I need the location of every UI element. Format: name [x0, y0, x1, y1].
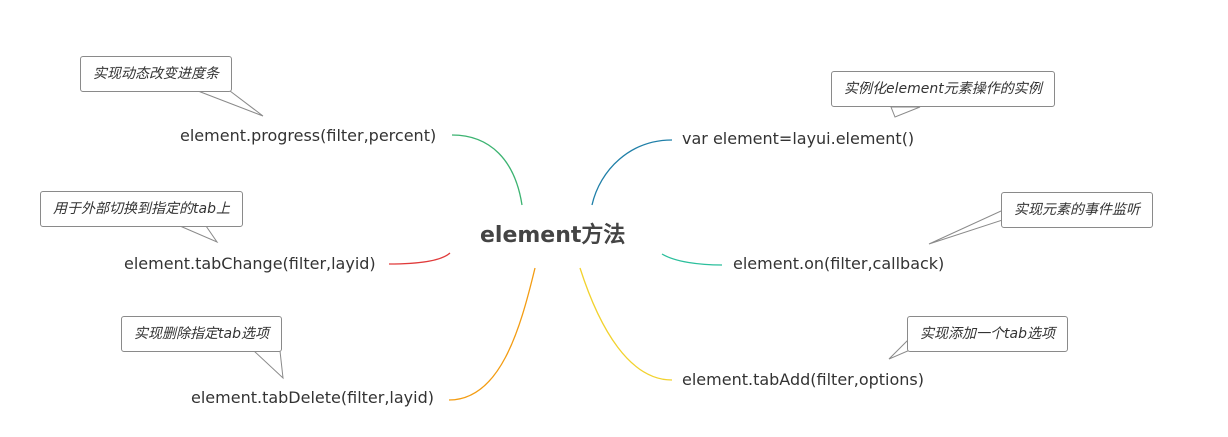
note-callout-var-element[interactable]: 实例化element元素操作的实例 — [831, 71, 1055, 107]
central-topic[interactable]: element方法 — [480, 223, 626, 248]
callout-tail-var-element — [890, 106, 921, 118]
note-callout-tabdelete[interactable]: 实现删除指定tab选项 — [121, 316, 282, 352]
branch-node-progress[interactable]: element.progress(filter,percent) — [180, 126, 437, 145]
note-callout-tabadd[interactable]: 实现添加一个tab选项 — [907, 316, 1068, 352]
note-callout-on[interactable]: 实现元素的事件监听 — [1001, 192, 1153, 228]
branch-line-tabdelete — [448, 267, 536, 401]
branch-line-progress — [451, 134, 523, 206]
branch-line-on — [661, 253, 723, 266]
callout-tail-tabdelete — [252, 350, 284, 380]
callout-tail-progress — [197, 90, 264, 117]
branch-node-tabadd[interactable]: element.tabAdd(filter,options) — [682, 370, 924, 389]
branch-node-tabdelete[interactable]: element.tabDelete(filter,layid) — [191, 388, 434, 407]
branch-node-tabchange[interactable]: element.tabChange(filter,layid) — [124, 254, 376, 273]
branch-node-var-element[interactable]: var element=layui.element() — [682, 129, 915, 148]
callout-tail-tabchange — [179, 225, 219, 244]
branch-node-on[interactable]: element.on(filter,callback) — [733, 254, 945, 273]
branch-line-tabadd — [579, 267, 673, 381]
branch-line-var-element — [591, 139, 673, 206]
note-callout-progress[interactable]: 实现动态改变进度条 — [80, 56, 232, 92]
branch-line-tabchange — [388, 252, 451, 265]
note-callout-tabchange[interactable]: 用于外部切换到指定的tab上 — [40, 191, 243, 227]
